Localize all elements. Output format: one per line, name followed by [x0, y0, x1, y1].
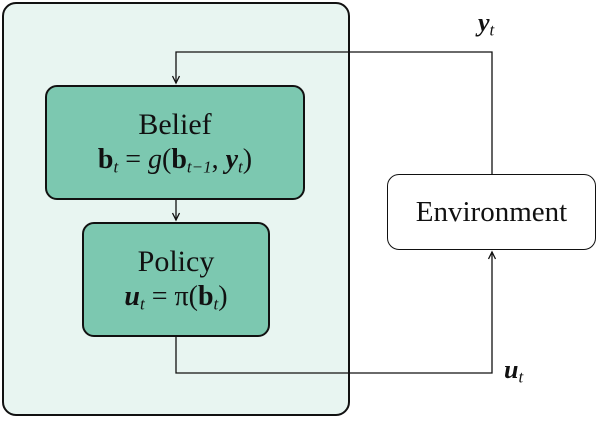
belief-node: Belief bt = g(bt−1, yt)	[45, 85, 305, 200]
observation-wire	[171, 51, 493, 174]
action-sub: t	[518, 367, 524, 387]
belief-arg2-symbol: y	[225, 143, 239, 175]
belief-equation: bt = g(bt−1, yt)	[98, 142, 252, 178]
action-wire	[175, 250, 497, 374]
observation-sub: t	[489, 20, 495, 40]
belief-lhs-sub: t	[113, 156, 119, 176]
policy-arg-symbol: b	[197, 280, 214, 312]
policy-open-paren: (	[188, 280, 198, 312]
belief-func: g	[148, 143, 162, 175]
belief-title: Belief	[138, 107, 212, 141]
policy-lhs-sub: t	[139, 293, 145, 313]
belief-close-paren: )	[242, 143, 253, 175]
environment-label: Environment	[415, 195, 568, 228]
policy-func: π	[174, 280, 189, 312]
belief-comma: ,	[211, 143, 219, 175]
observation-symbol: y	[478, 8, 490, 37]
action-symbol: u	[504, 355, 519, 384]
belief-lhs-symbol: b	[97, 143, 114, 175]
belief-arg1-symbol: b	[171, 143, 187, 175]
belief-open-paren: (	[162, 143, 172, 175]
policy-arg-sub: t	[213, 293, 219, 313]
belief-arg1-sub: t−1	[186, 156, 212, 176]
policy-equation: ut = π(bt)	[124, 279, 227, 315]
policy-equals: =	[151, 280, 168, 312]
policy-node: Policy ut = π(bt)	[82, 222, 270, 337]
observation-signal-label: yt	[478, 8, 494, 38]
belief-arg2-sub: t	[238, 156, 243, 176]
policy-lhs-symbol: u	[124, 280, 140, 312]
action-signal-label: ut	[504, 355, 523, 385]
environment-node: Environment	[387, 174, 596, 250]
policy-close-paren: )	[218, 280, 228, 312]
policy-title: Policy	[137, 244, 215, 278]
belief-equals: =	[125, 143, 141, 175]
